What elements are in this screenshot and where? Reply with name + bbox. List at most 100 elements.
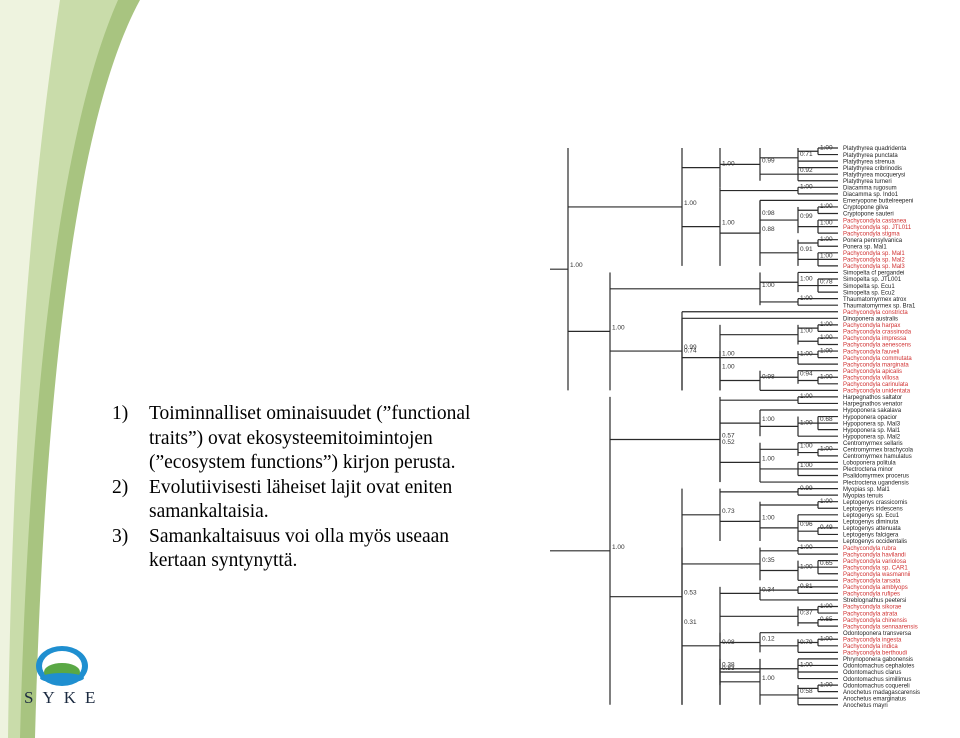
taxon-label: Leptogenys sp. Ecu1 <box>843 513 900 519</box>
taxon-label: Leptogenys crassicornis <box>843 500 907 506</box>
taxon-label: Pachycondyla commutata <box>843 356 912 362</box>
taxon-label: Hypoponera sp. Mal1 <box>843 428 901 434</box>
node-support-label: 0.38 <box>722 662 735 669</box>
node-support-label: 1.00 <box>722 161 735 168</box>
taxon-label: Ponera pennsylvanica <box>843 238 903 244</box>
node-support-label: 0:35 <box>762 557 775 564</box>
taxon-label: Psalidomyrmex procerus <box>843 474 909 480</box>
taxon-label: Harpegnathos saltator <box>843 395 902 401</box>
taxon-label: Pachycondyla carinulata <box>843 382 909 388</box>
taxon-label: Platythyrea cribrinodis <box>843 166 902 172</box>
taxon-label: Pachycondyla constricta <box>843 310 908 316</box>
taxon-label: Phrynoponera gabonensis <box>843 657 913 663</box>
node-support-label: 0.83 <box>722 665 735 672</box>
node-support-label: 1:00 <box>800 275 813 282</box>
taxon-label: Simopelta sp. Ecu1 <box>843 284 895 290</box>
list-number: 1) <box>112 403 129 424</box>
node-support-label: 0:78 <box>820 279 833 286</box>
node-support-label: 0.91 <box>800 246 813 253</box>
taxon-label: Emeryopone buttelreepeni <box>843 199 913 205</box>
node-support-label: 0:79 <box>800 639 813 646</box>
taxon-label: Myopias tenuis <box>843 493 883 499</box>
taxon-label: Ponera sp. Mal1 <box>843 244 887 250</box>
node-support-label: 1:00 <box>800 563 813 570</box>
node-support-label: 1.00 <box>762 455 775 462</box>
syke-logo-icon <box>36 646 88 686</box>
taxon-label: Pachycondyla aenescens <box>843 343 911 349</box>
node-support-label: 0.65 <box>820 616 833 623</box>
node-support-label: 1:00 <box>820 603 833 610</box>
logo-wordmark: SYKE <box>24 688 105 707</box>
taxon-label: Platythyrea strenua <box>843 159 895 165</box>
node-support-label: 1:00 <box>800 351 813 358</box>
node-support-label: 0.12 <box>762 636 775 643</box>
node-support-label: 0.53 <box>684 590 697 597</box>
taxon-label: Harpegnathos venator <box>843 402 902 408</box>
taxon-label: Leptogenys falcigera <box>843 533 899 539</box>
taxon-label: Hypoponera opacior <box>843 415 897 421</box>
taxon-label: Pachycondyla villosa <box>843 375 899 381</box>
node-support-label: 1:00 <box>800 462 813 469</box>
node-support-label: 1:00 <box>820 321 833 328</box>
taxon-label: Simopelta cf pergandei <box>843 271 904 277</box>
node-support-label: 0:98 <box>762 210 775 217</box>
list-number: 3) <box>112 525 129 547</box>
taxon-label: Odontomachus simillimus <box>843 677 911 683</box>
node-support-label: 0.49 <box>820 524 833 531</box>
taxon-label: Pachycondyla variolosa <box>843 559 907 565</box>
node-support-label: 1:00 <box>820 203 833 210</box>
taxon-label: Pachycondyla ingesta <box>843 637 902 643</box>
logo-blue-water <box>40 673 84 683</box>
node-support-label: 0.92 <box>800 167 813 174</box>
taxon-label: Odontomachus clarus <box>843 670 901 676</box>
taxon-label: Pachycondyla havilandi <box>843 552 906 558</box>
taxon-label: Pachycondyla rufipes <box>843 592 900 598</box>
list-item: 3)Samankaltaisuus voi olla myös useaan k… <box>112 525 492 574</box>
node-support-label: 1:00 <box>762 416 775 423</box>
node-support-label: 0:99 <box>800 213 813 220</box>
taxon-label: Simopelta sp. Ecu2 <box>843 290 895 296</box>
taxon-label: Pachycondyla sp. CAR1 <box>843 565 908 571</box>
node-support-label: 1.00 <box>612 544 625 551</box>
taxon-label: Pachycondyla unidentata <box>843 389 911 395</box>
node-support-label: 1:00 <box>820 144 833 151</box>
bullet-list: 1)Toiminnalliset ominaisuudet (”function… <box>112 402 492 574</box>
decorative-green-band <box>0 0 140 738</box>
taxon-label: Centromyrmex brachycola <box>843 448 914 454</box>
phylogenetic-tree: 1:00 1:00 1:00 1:00 1:00 1:00 1:00 1:00 1:00 1:00… <box>550 144 920 709</box>
node-support-label: 0.34 <box>762 586 775 593</box>
taxon-label: Pachycondyla berthoudi <box>843 651 907 657</box>
taxon-label: Leptogenys iridescens <box>843 506 903 512</box>
taxon-label: Pachycondyla wasmannii <box>843 572 910 578</box>
taxon-label: Pachycondyla amblyops <box>843 585 908 591</box>
taxon-label: Pachycondyla crassinoda <box>843 330 912 336</box>
node-support-label: 1:00 <box>820 236 833 243</box>
node-support-label: 1:00 <box>800 393 813 400</box>
taxon-label: Centromyrmex hamulatus <box>843 454 912 460</box>
taxon-label: Streblognathus peetersi <box>843 598 906 604</box>
node-support-label: 0.65 <box>820 560 833 567</box>
node-support-label: 1:00 <box>762 282 775 289</box>
taxon-label: Thaumatomyrmex sp. Bra1 <box>843 303 916 309</box>
taxon-label: Cryptopone gilva <box>843 205 889 211</box>
taxon-label: Pachycondyla indica <box>843 644 898 650</box>
node-support-label: 1.00 <box>570 262 583 269</box>
taxon-label: Platythyrea turneri <box>843 179 892 185</box>
taxon-label: Dinoponera australis <box>843 317 898 323</box>
taxon-label: Loboponera politula <box>843 461 896 467</box>
taxon-label: Plectroctena ugandensis <box>843 480 909 486</box>
node-support-label: 0:37 <box>800 609 813 616</box>
taxon-label: Anochetus mayri <box>843 703 888 709</box>
node-support-label: 0.57 <box>722 432 735 439</box>
taxon-label: Pachycondyla apicalis <box>843 369 902 375</box>
node-support-label: 0:96 <box>800 521 813 528</box>
list-item: 1)Toiminnalliset ominaisuudet (”function… <box>112 402 492 476</box>
node-support-label: 0.31 <box>684 619 697 626</box>
node-support-label: 1:00 <box>820 681 833 688</box>
node-support-label: 0:94 <box>800 370 813 377</box>
taxon-label: Pachycondyla sp. Mal2 <box>843 258 905 264</box>
node-support-label: 0:98 <box>762 374 775 381</box>
node-support-label: 0.88 <box>762 226 775 233</box>
node-support-label: 0.68 <box>820 416 833 423</box>
node-support-label: 1.00 <box>722 364 735 371</box>
